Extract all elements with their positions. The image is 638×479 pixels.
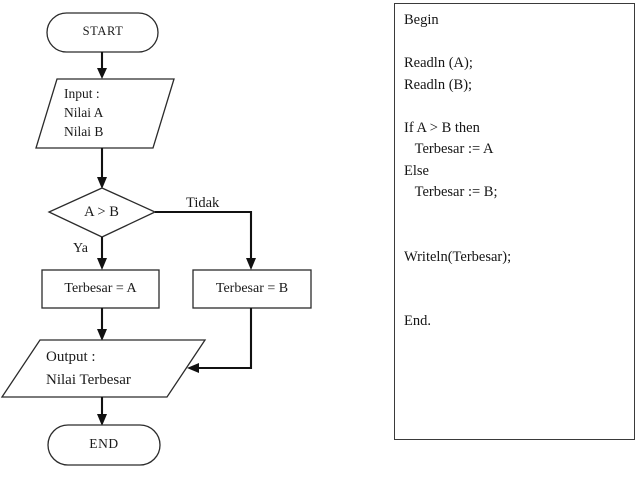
code-line: Readln (B); xyxy=(404,76,473,93)
code-line: Else xyxy=(404,162,429,179)
process-false-label: Terbesar = B xyxy=(215,281,289,296)
code-line: Readln (A); xyxy=(404,55,473,71)
arrowhead-true-to-output xyxy=(97,329,107,341)
input-parallelogram-shape xyxy=(35,78,175,149)
process-true-box-shape xyxy=(41,269,160,309)
code-line xyxy=(404,290,630,312)
code-line xyxy=(404,268,630,290)
code-line xyxy=(404,204,630,226)
code-line: Begin xyxy=(404,12,439,28)
end-terminator-shape xyxy=(47,424,161,466)
arrowhead-input-to-decision xyxy=(97,177,107,189)
arrowhead-start-to-input xyxy=(97,68,107,79)
start-terminator-label: START xyxy=(82,24,124,38)
connector-false-to-output xyxy=(196,308,253,370)
arrowhead-output-to-end xyxy=(97,414,107,426)
input-node-label: Input : Nilai A Nilai B xyxy=(64,86,104,139)
code-line xyxy=(404,32,630,54)
decision-node-label: A > B xyxy=(84,204,119,220)
code-line: Writeln(Terbesar); xyxy=(404,248,512,265)
output-node-label: Output : Nilai Terbesar xyxy=(46,349,131,388)
connector-decision-no xyxy=(155,210,253,262)
branch-label-yes: Ya xyxy=(73,241,88,256)
code-line xyxy=(404,96,630,118)
flowchart-graphic xyxy=(0,12,312,466)
arrowhead-false-to-output xyxy=(187,363,199,373)
code-panel: Begin Readln (A); Readln (B); If A > B th… xyxy=(394,3,635,440)
code-line: Terbesar := A xyxy=(404,141,494,157)
end-terminator-label: END xyxy=(89,436,119,451)
code-line: End. xyxy=(404,313,431,329)
arrowhead-decision-no xyxy=(246,258,256,270)
output-parallelogram-shape xyxy=(0,339,207,398)
process-true-label: Terbesar = A xyxy=(64,281,137,296)
code-line: Terbesar := B; xyxy=(404,184,498,200)
code-listing: Begin Readln (A); Readln (B); If A > B th… xyxy=(404,10,630,333)
arrowhead-decision-yes xyxy=(97,258,107,270)
branch-label-no: Tidak xyxy=(186,195,220,211)
code-line: If A > B then xyxy=(404,119,480,136)
code-line xyxy=(404,225,630,247)
